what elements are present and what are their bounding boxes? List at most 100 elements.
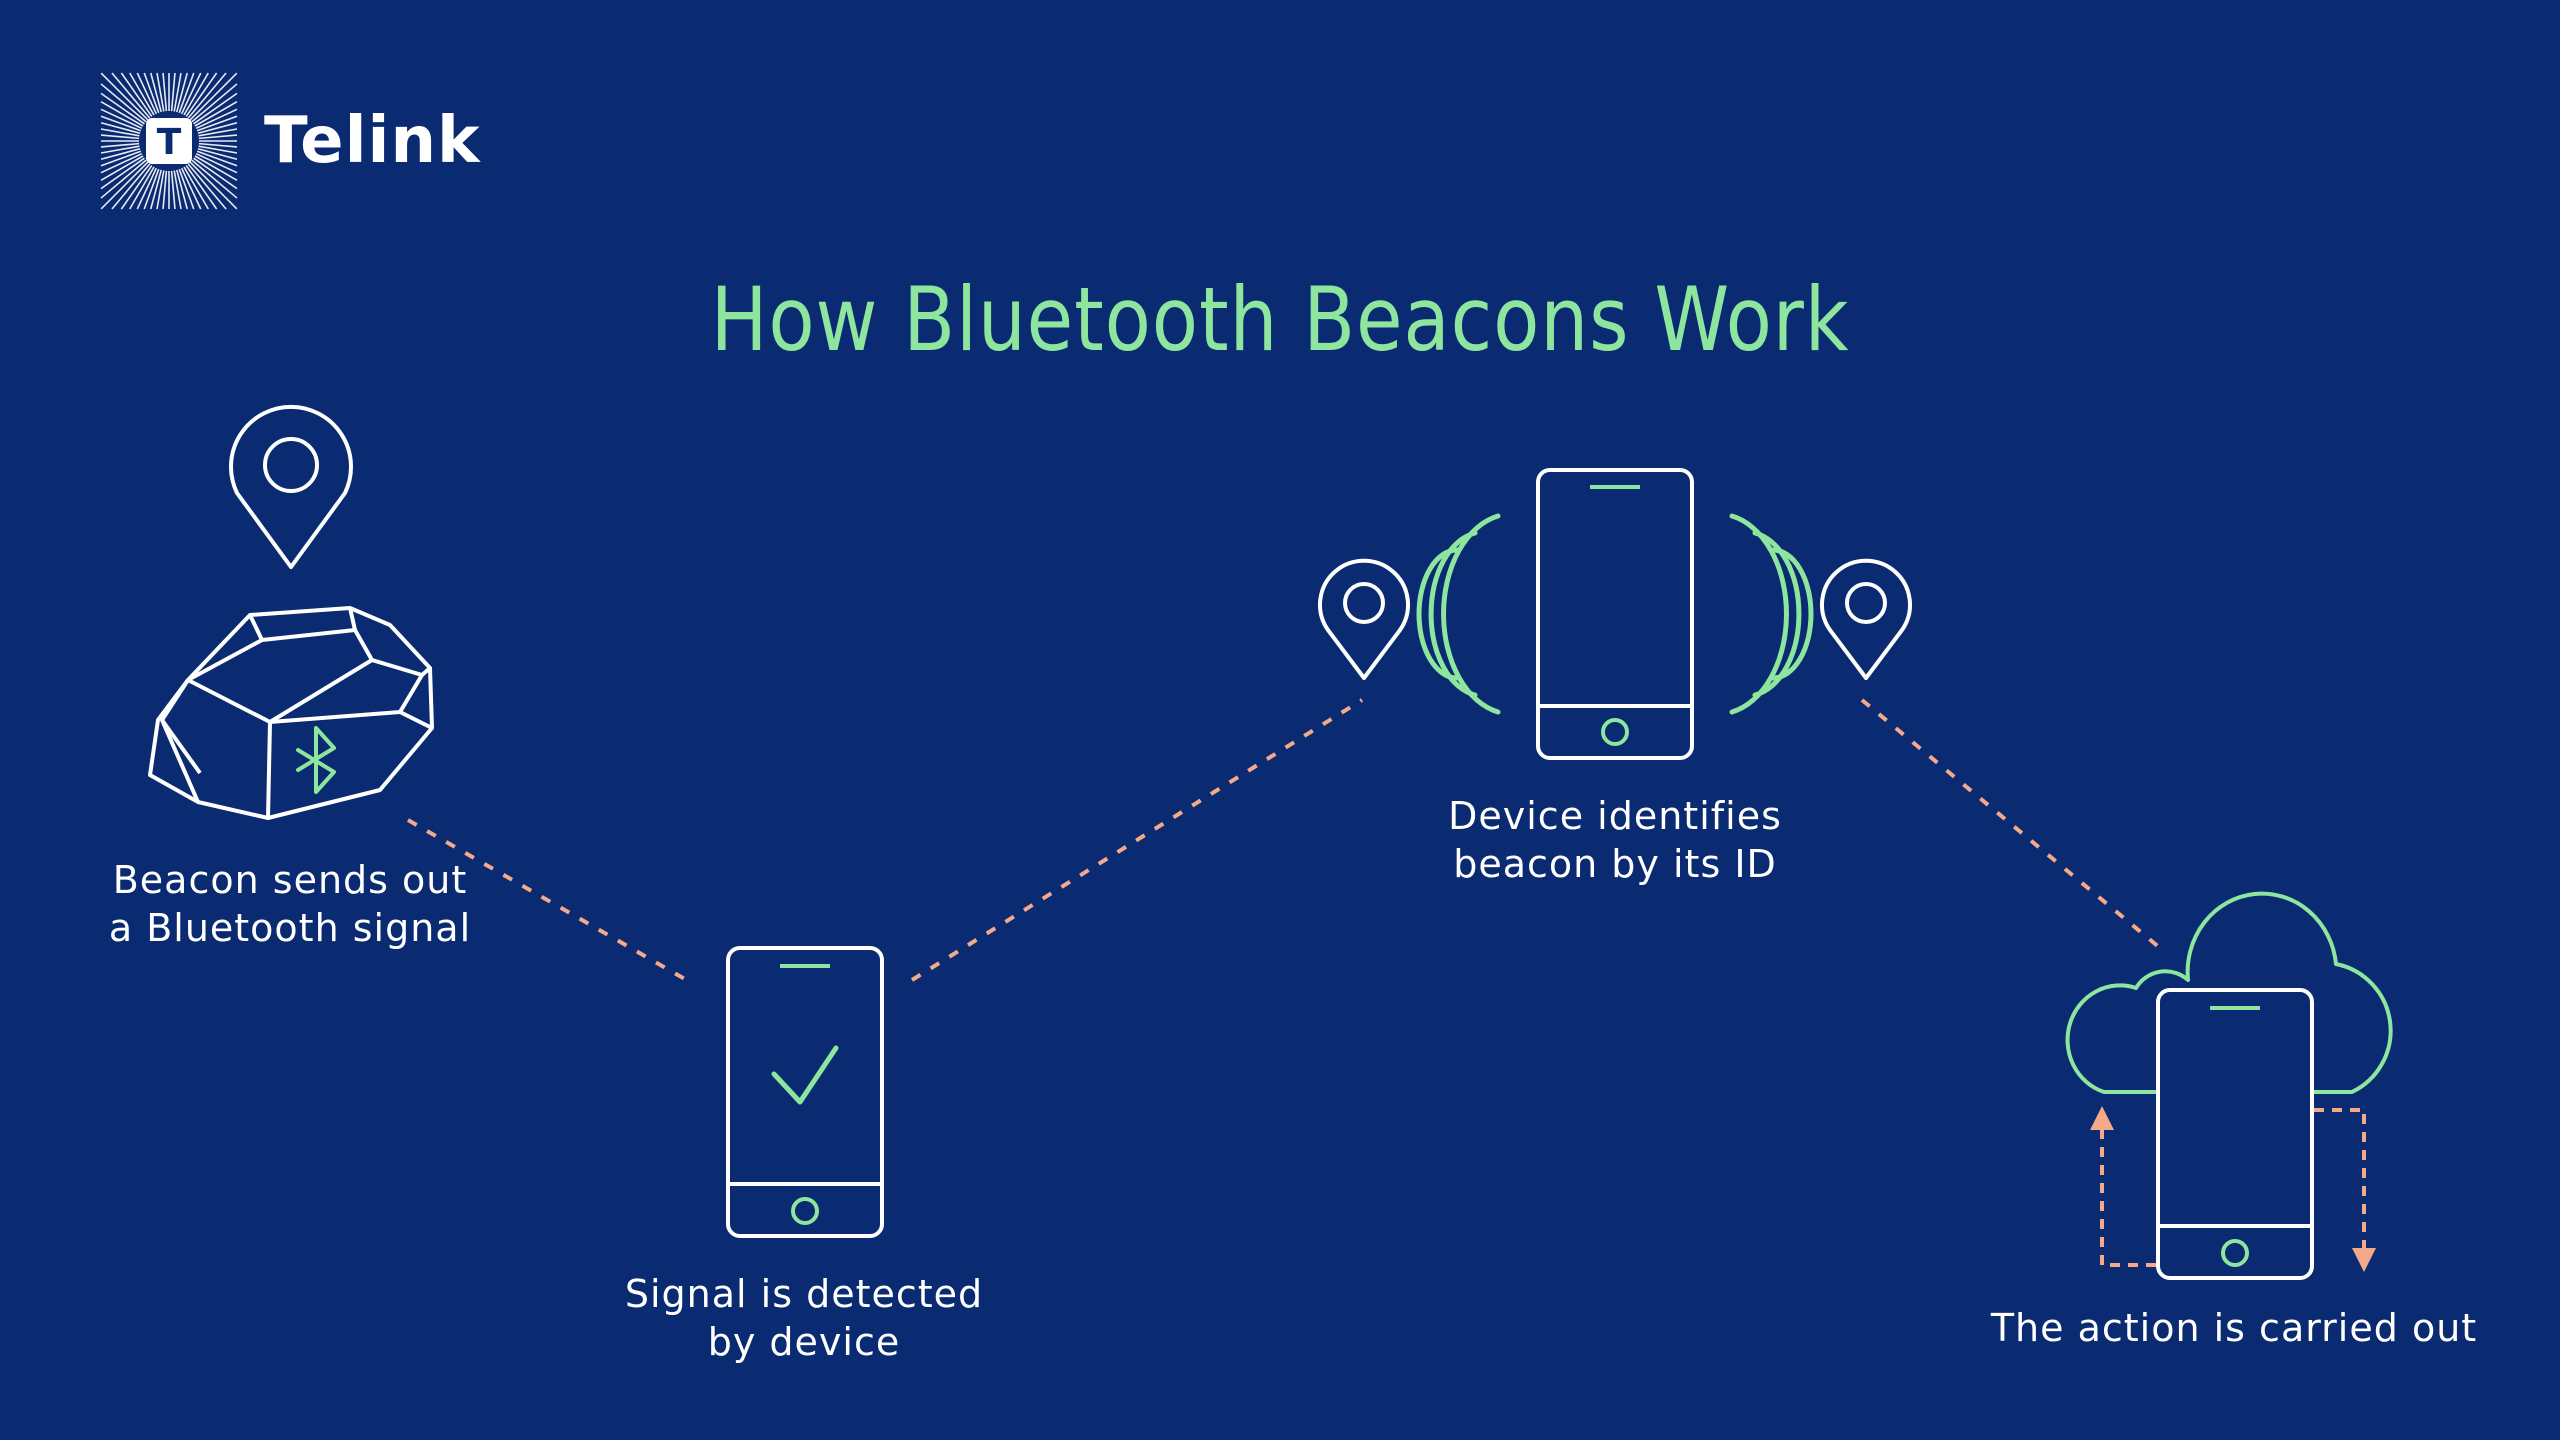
logo-ray (129, 166, 155, 210)
caption-line: Beacon sends out (112, 858, 468, 902)
logo-ray (170, 170, 176, 210)
check-icon (771, 1045, 839, 1105)
logo-ray (162, 72, 168, 112)
logo-ray (129, 72, 155, 116)
logo-ray (100, 134, 140, 140)
logo-ray (183, 166, 209, 210)
logo-ray (100, 128, 140, 137)
logo-ray (120, 165, 153, 210)
logo-ray (198, 134, 238, 140)
phone-signal-icon (1536, 468, 1694, 760)
logo-ray (197, 147, 238, 160)
logo-ray (156, 72, 165, 112)
logo-ray (180, 167, 202, 210)
logo-ray (196, 150, 238, 167)
logo-ray (185, 165, 218, 210)
logo-ray (100, 159, 147, 199)
logo-ray (180, 72, 202, 115)
logo-ray (162, 170, 168, 210)
logo-ray (173, 170, 182, 210)
logo-ray (100, 108, 143, 130)
step-caption-action: The action is carried out (1934, 1304, 2534, 1352)
logo-ray (185, 72, 218, 117)
logo-ray (100, 161, 149, 210)
phone-check-icon (726, 946, 884, 1238)
location-pin-icon (229, 404, 353, 569)
logo-ray (175, 72, 188, 113)
logo-ray (187, 163, 227, 210)
step-caption-detected: Signal is detected by device (604, 1270, 1004, 1366)
caption-line: beacon by its ID (1453, 842, 1777, 886)
logo-ray (143, 72, 160, 114)
caption-line: Device identifies (1448, 794, 1782, 838)
logo-ray (100, 142, 140, 148)
upload-arrow-icon (2090, 1106, 2156, 1267)
logo-ray (198, 142, 238, 148)
logo-ray (100, 145, 140, 154)
logo-ray (100, 101, 144, 127)
logo-ray (178, 72, 195, 114)
logo-ray (198, 128, 238, 137)
logo-ray (175, 169, 188, 210)
step-caption-identifies: Device identifies beacon by its ID (1415, 792, 1815, 888)
logo-ray (100, 152, 143, 174)
logo-ray (136, 167, 158, 210)
signal-waves-icon (1416, 513, 1814, 715)
logo-ray (178, 168, 195, 210)
bluetooth-icon (296, 726, 336, 794)
logo-ray (100, 157, 145, 190)
caption-line: by device (707, 1320, 901, 1364)
logo-ray (191, 159, 238, 199)
logo-ray (156, 170, 165, 210)
logo-ray (100, 83, 147, 123)
logo-ray (194, 101, 238, 127)
location-pin-right-icon (1820, 558, 1912, 680)
beacon-stone-icon (148, 606, 434, 820)
logo-ray (187, 72, 227, 119)
logo-ray (194, 155, 238, 181)
logo-ray (100, 72, 149, 121)
logo-ray (198, 145, 238, 154)
logo-ray (197, 122, 238, 135)
connector-beacon-to-phone (407, 818, 691, 984)
logo-ray (100, 92, 145, 125)
location-pin-left-icon (1318, 558, 1410, 680)
logo-ray (195, 108, 238, 130)
logo-ray (120, 72, 153, 117)
brand-name: Telink (264, 104, 481, 178)
connector-lines (407, 698, 2162, 984)
cloud-icon (2065, 891, 2393, 1094)
logo-ray (195, 152, 238, 174)
page-title: How Bluetooth Beacons Work (710, 268, 1850, 371)
logo-ray (173, 72, 182, 112)
logo-ray (189, 72, 238, 121)
logo-ray (193, 157, 238, 190)
logo-ray (136, 72, 158, 115)
logo-ray (193, 92, 238, 125)
logo-ray (100, 155, 144, 181)
connector-phone-to-pin (910, 698, 1364, 982)
caption-line: a Bluetooth signal (108, 906, 472, 950)
logo-ray (150, 72, 163, 113)
step-caption-beacon: Beacon sends out a Bluetooth signal (90, 856, 490, 952)
caption-line: The action is carried out (1990, 1306, 2478, 1350)
logo-ray (111, 72, 151, 119)
logo-ray (111, 163, 151, 210)
logo-ray (170, 72, 176, 112)
logo-ray (191, 83, 238, 123)
logo-ray (100, 115, 142, 132)
download-arrow-icon (2314, 1108, 2376, 1272)
logo-ray (100, 122, 141, 135)
logo-ray (189, 161, 238, 210)
logo-ray (150, 169, 163, 210)
logo-ray (100, 147, 141, 160)
telink-starburst-logo: T (100, 72, 238, 210)
phone-cloud-icon (2156, 988, 2314, 1280)
caption-line: Signal is detected (624, 1272, 984, 1316)
logo-ray (183, 72, 209, 116)
logo-letter: T (157, 122, 182, 163)
logo-ray (143, 168, 160, 210)
logo-ray (196, 115, 238, 132)
logo-ray (100, 150, 142, 167)
